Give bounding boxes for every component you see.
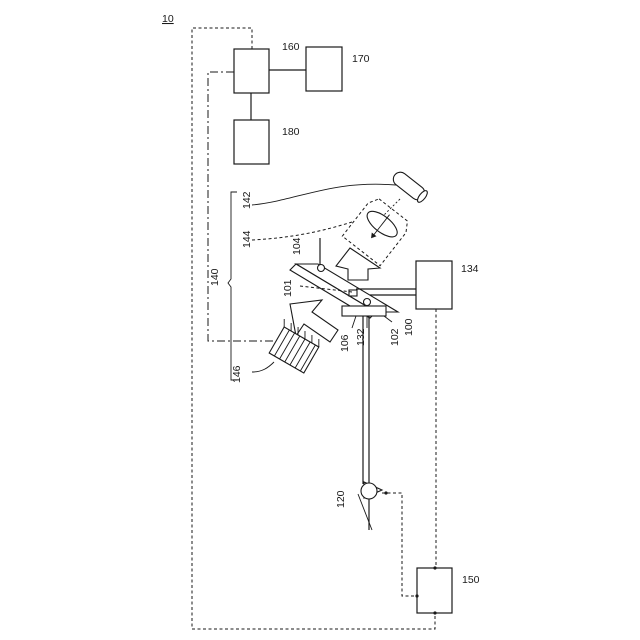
optics-label: 144 [241,230,253,248]
stage-base [342,306,386,316]
valve-label: 120 [335,490,347,508]
controller-box [234,49,269,93]
valve-ball [361,483,377,499]
stage-label: 100 [403,318,415,336]
storage-label: 170 [352,53,370,65]
driver-134-label: 134 [461,263,479,275]
sensor-element [364,299,371,306]
plate-top-label: 104 [291,237,303,255]
light-source-label: 142 [241,191,253,209]
storage-box [306,47,342,91]
optical-unit-bracket [228,192,237,380]
light-source [391,169,430,203]
incident-light-arrow [336,248,380,280]
figure-reference-label: 10 [162,13,174,25]
optics-leader [252,222,352,240]
driver-150-label: 150 [462,574,480,586]
plate-101-label: 101 [282,279,294,297]
light-source-leader [252,184,396,205]
element-132-label: 132 [355,328,367,346]
plate-106-label: 106 [339,334,351,352]
driver-150-box [417,568,452,613]
display-label: 180 [282,126,300,138]
valve-driver-150-line [382,493,417,596]
plate-top-element [318,265,325,272]
display-box [234,120,269,164]
plate-chip [349,290,357,296]
driver-134-box [416,261,452,309]
optical-unit-label: 140 [209,268,221,286]
controller-label: 160 [282,41,300,53]
sensor-label: 146 [231,365,243,383]
plate-102-label: 102 [389,328,401,346]
sensor-leader [252,362,274,372]
